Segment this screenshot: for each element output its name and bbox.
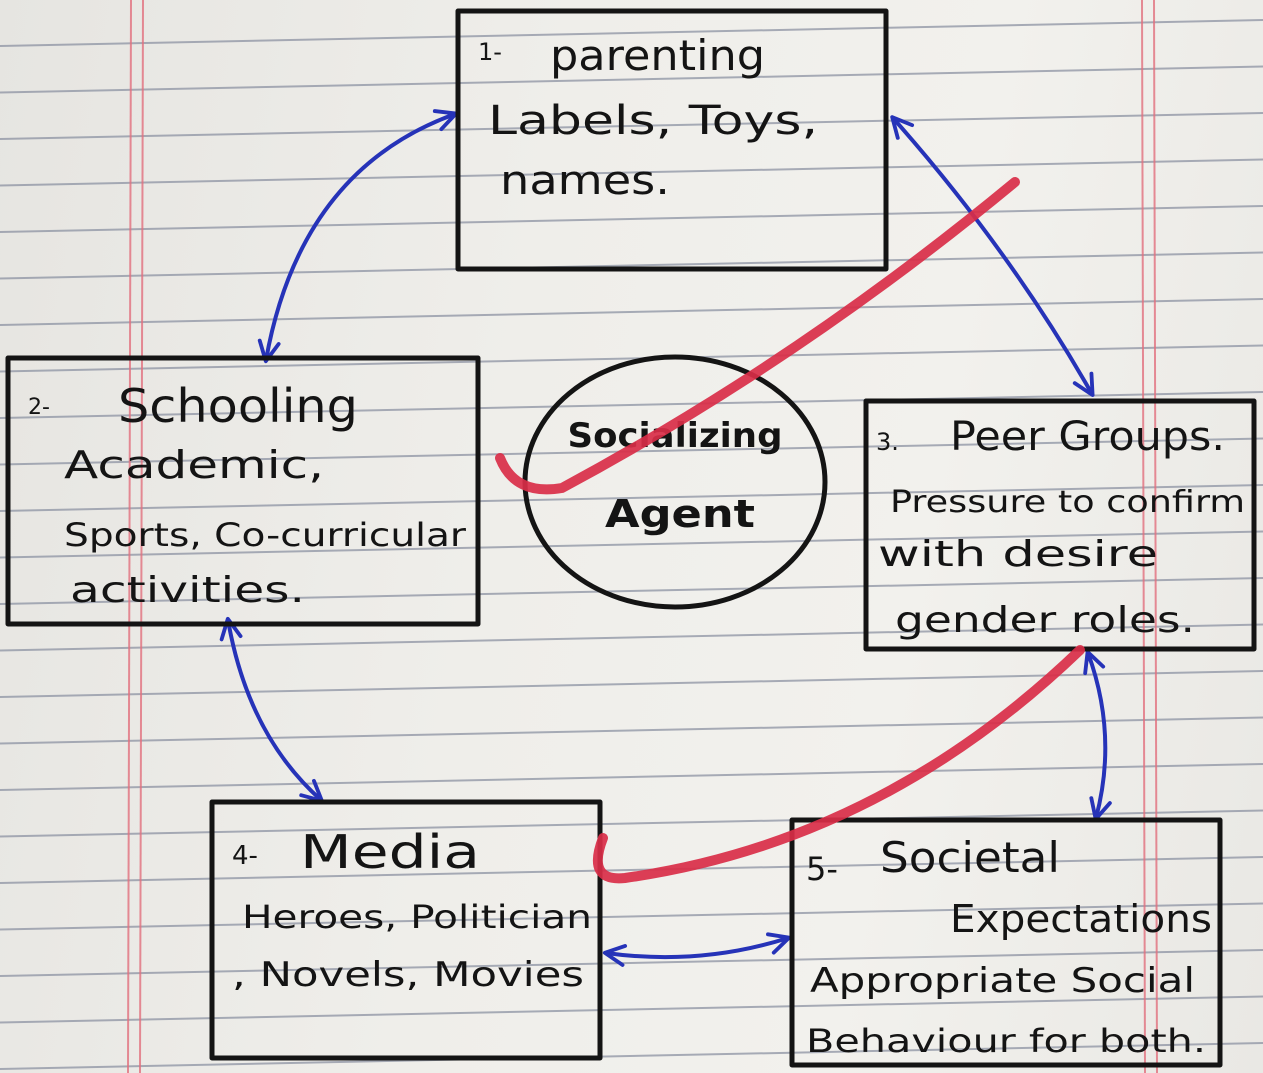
node-number: 4- — [232, 841, 258, 871]
left-margin-line — [127, 0, 132, 1073]
node-detail: Heroes, Politician — [242, 898, 592, 936]
red-check-stroke — [495, 177, 1020, 495]
node-title: Schooling — [118, 379, 358, 433]
ruled-line — [0, 65, 1263, 94]
node-title: Peer Groups. — [950, 414, 1225, 460]
arrow-peer-groups-societal — [1083, 649, 1112, 822]
node-number: 2- — [28, 395, 50, 420]
ruled-line — [0, 763, 1263, 791]
node-parenting: 1- parenting Labels, Toys, names. — [455, 8, 889, 272]
red-marker-strokes — [495, 177, 1085, 884]
node-number: 5- — [806, 850, 838, 888]
arrow-media-societal — [602, 932, 792, 967]
ruled-line — [0, 251, 1263, 280]
node-detail: Academic, — [64, 443, 324, 487]
center-label-line2: Agent — [605, 492, 755, 536]
right-margin-line — [1141, 0, 1146, 1073]
node-media: 4- Media Heroes, Politician , Novels, Mo… — [209, 799, 603, 1061]
red-check-stroke — [592, 645, 1085, 884]
node-detail: Expectations — [950, 897, 1212, 941]
node-detail: Appropriate Social — [810, 961, 1195, 1001]
node-box — [5, 355, 481, 627]
ruled-lines — [0, 19, 1263, 1070]
node-detail: activities. — [70, 570, 305, 611]
arrow-schooling-media — [219, 616, 324, 803]
ruled-line — [0, 19, 1263, 47]
ruled-line — [0, 577, 1263, 605]
node-title: Media — [300, 825, 480, 879]
ruled-line — [0, 716, 1263, 745]
node-detail: gender roles. — [895, 600, 1195, 641]
margin-lines — [127, 0, 1158, 1073]
ruled-line — [0, 530, 1263, 559]
node-detail: , Novels, Movies — [232, 955, 584, 995]
right-margin-line — [1153, 0, 1158, 1073]
ruled-line — [0, 670, 1263, 698]
ruled-line — [0, 809, 1263, 838]
node-number: 1- — [478, 38, 502, 66]
node-detail: Labels, Toys, — [488, 98, 818, 144]
node-detail: names. — [500, 158, 670, 204]
left-margin-line — [139, 0, 144, 1073]
ruled-line — [0, 1042, 1263, 1070]
node-detail: Sports, Co-curricular — [64, 516, 467, 554]
node-schooling: 2- Schooling Academic, Sports, Co-curric… — [5, 355, 481, 627]
node-title: Societal — [880, 833, 1060, 882]
node-box — [789, 817, 1223, 1068]
arrow-parenting-schooling — [257, 109, 459, 364]
node-detail: Behaviour for both. — [806, 1022, 1206, 1060]
node-title: parenting — [550, 31, 765, 80]
node-box — [455, 8, 889, 272]
ruled-line — [0, 205, 1263, 233]
node-number: 3. — [876, 428, 899, 456]
connector-arrows — [219, 109, 1112, 967]
arrow-parenting-peer-groups — [890, 115, 1095, 397]
ruled-line — [0, 298, 1263, 326]
node-detail: with desire — [878, 534, 1158, 575]
node-peer-groups: 3. Peer Groups. Pressure to confirm with… — [863, 398, 1257, 652]
node-box — [863, 398, 1257, 652]
node-box — [209, 799, 603, 1061]
node-detail: Pressure to confirm — [890, 485, 1245, 520]
node-societal: 5- Societal Expectations Appropriate Soc… — [789, 817, 1223, 1068]
ruled-line — [0, 484, 1263, 512]
ruled-line — [0, 623, 1263, 652]
